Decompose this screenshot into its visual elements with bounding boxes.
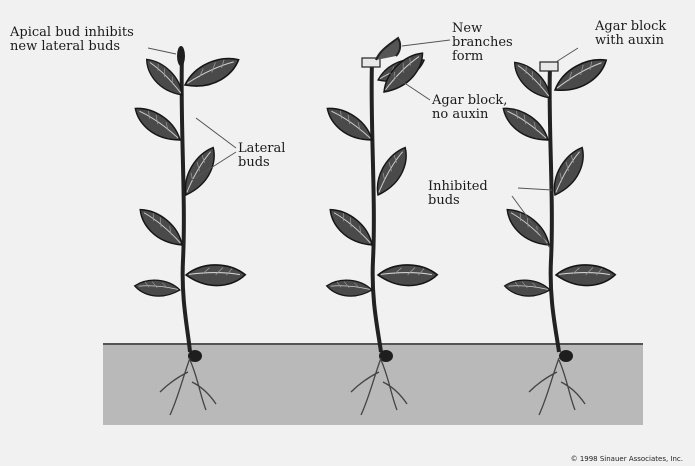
apical-bud — [177, 46, 185, 66]
label-lateral-buds: Lateral buds — [238, 142, 285, 170]
label-agar-no-auxin: Agar block, no auxin — [432, 94, 507, 122]
agar-block-with-auxin — [540, 62, 558, 71]
root-nodule — [559, 350, 573, 362]
label-agar-with-auxin: Agar block with auxin — [595, 20, 666, 48]
copyright-credit: © 1998 Sinauer Associates, Inc. — [571, 455, 683, 463]
label-inhibited-buds: Inhibited buds — [428, 180, 488, 208]
label-new-branches: New branches form — [452, 22, 513, 64]
label-apical-bud: Apical bud inhibits new lateral buds — [10, 26, 134, 54]
